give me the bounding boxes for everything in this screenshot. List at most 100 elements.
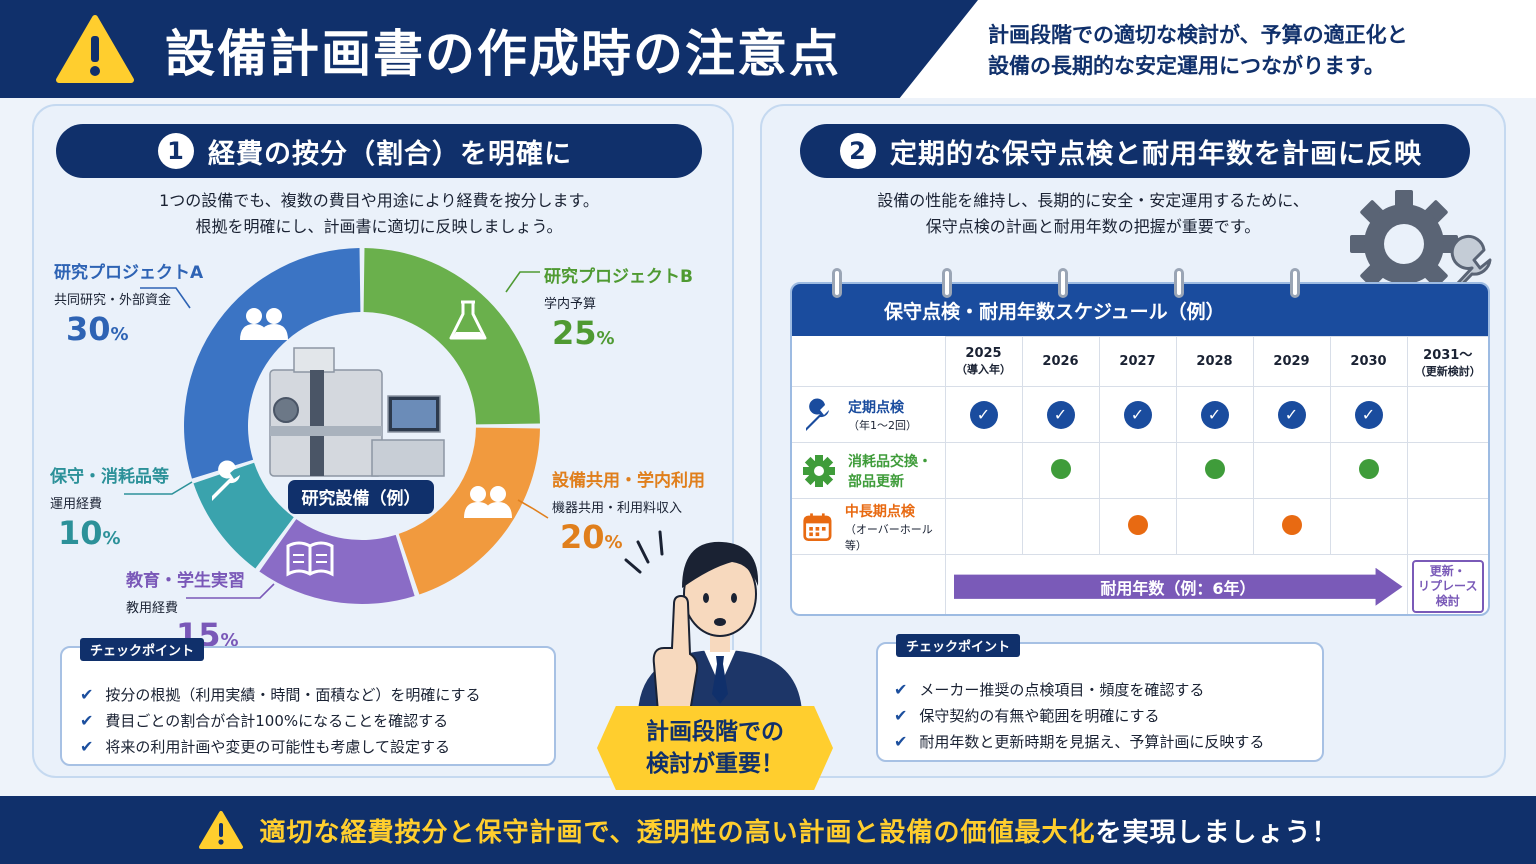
section-number: 1 [158, 133, 194, 169]
wrench-icon [212, 460, 240, 501]
description-line: 設備の性能を維持し、長期的に安全・安定運用するために、 [877, 191, 1309, 210]
schedule-title: 保守点検・耐用年数スケジュール（例） [792, 284, 1488, 336]
schedule-cell [1252, 442, 1331, 499]
donut-icons [212, 300, 512, 577]
checkpoint-list: ✔按分の根拠（利用実績・時間・面積など）を明確にする ✔費目ごとの割合が合計10… [80, 681, 481, 759]
footer-message-highlight: 適切な経費按分と保守計画で、透明性の高い計画と設備の価値最大化 [259, 817, 1096, 848]
checkpoint-box-1: チェックポイント ✔按分の根拠（利用実績・時間・面積など）を明確にする ✔費目ご… [60, 638, 556, 766]
check-icon: ✓ [1277, 400, 1306, 429]
segment-percent: 30% [66, 310, 129, 348]
businessman-illustration [624, 530, 802, 712]
schedule-cell: ✓ [1252, 386, 1331, 443]
segment-sub: 機器共用・利用料収入 [552, 501, 683, 516]
row-label: 定期点検（年1～2回） [792, 397, 945, 433]
segment-percent: 20% [560, 518, 623, 556]
schedule-cell [1329, 442, 1408, 499]
schedule-cell: ✓ [1175, 386, 1254, 443]
renewal-badge: 更新・リプレース検討 [1411, 560, 1484, 614]
year-2029: 2029 [1252, 336, 1331, 387]
callout-line: 計画段階での [646, 719, 784, 745]
segment-sub: 教用経費 [126, 601, 179, 616]
header-subtitle: 計画段階での適切な検討が、予算の適正化と 設備の長期的な安定運用につながります。 [988, 20, 1408, 82]
schedule-cell [1406, 498, 1488, 555]
binder-ring [942, 268, 952, 298]
leader-lines [124, 271, 549, 599]
segment-percent: 10% [58, 514, 121, 552]
segment-label-maintenance: 保守・消耗品等 運用経費 10% [50, 462, 169, 552]
replacement-marker [1050, 458, 1071, 479]
calendar-icon [803, 512, 832, 541]
check-icon: ✓ [1046, 400, 1075, 429]
schedule-cell [944, 442, 1023, 499]
schedule-cell [1329, 498, 1408, 555]
lifespan-arrow: 耐用年数（例：6年） [950, 567, 1403, 606]
overhaul-marker [1281, 514, 1302, 535]
section-1-description: 1つの設備でも、複数の費目や用途により経費を按分します。 根拠を明確にし、計画書… [56, 188, 702, 240]
checkpoint-box-2: チェックポイント ✔メーカー推奨の点検項目・頻度を確認する ✔保守契約の有無や範… [876, 634, 1324, 762]
segment-name: 教育・学生実習 [126, 571, 245, 591]
check-icon: ✔ [80, 684, 94, 704]
segment-sub: 運用経費 [50, 497, 103, 512]
header-band [0, 0, 978, 98]
segment-name: 設備共用・学内利用 [552, 471, 705, 491]
year-2030: 2030 [1329, 336, 1408, 387]
book-icon [286, 541, 334, 577]
year-2031: 2031～（更新検討） [1406, 336, 1488, 387]
checkpoint-item: ✔按分の根拠（利用実績・時間・面積など）を明確にする [80, 684, 481, 704]
binder-ring [832, 268, 842, 298]
schedule-table: 2025（導入年） 2026 2027 2028 2029 2030 2031～… [792, 336, 1488, 614]
flask-icon [449, 300, 487, 340]
check-icon: ✓ [969, 400, 998, 429]
gear-icon [803, 454, 835, 487]
lifespan-label: 耐用年数（例：6年） [953, 567, 1403, 606]
donut-segment [184, 248, 361, 479]
segment-name: 研究プロジェクトA [54, 263, 204, 283]
binder-ring [1058, 268, 1068, 298]
check-icon: ✔ [80, 736, 94, 756]
header-subtitle-line: 計画段階での適切な検討が、予算の適正化と [988, 23, 1408, 47]
segment-name: 保守・消耗品等 [50, 467, 169, 487]
schedule-cell [1098, 498, 1177, 555]
checkpoint-item: ✔費目ごとの割合が合計100%になることを確認する [80, 710, 449, 730]
maintenance-schedule: 保守点検・耐用年数スケジュール（例） 2025（導入年） 2026 2027 2… [790, 282, 1490, 616]
check-icon: ✓ [1123, 400, 1152, 429]
donut-segment [259, 519, 415, 604]
schedule-cell [1021, 442, 1100, 499]
year-2025: 2025（導入年） [944, 336, 1023, 387]
section-2-description: 設備の性能を維持し、長期的に安全・安定運用するために、 保守点検の計画と耐用年数… [800, 188, 1386, 240]
page-title: 設備計画書の作成時の注意点 [165, 25, 841, 83]
center-equipment-illustration [269, 347, 445, 477]
warning-icon [56, 15, 134, 83]
footer-message: を実現しましょう！ [1095, 817, 1339, 848]
allocation-donut-chart: 研究設備（例） [184, 248, 540, 604]
schedule-cell: ✓ [1329, 386, 1408, 443]
wrench-icon [806, 398, 829, 431]
replacement-marker [1204, 458, 1225, 479]
header: 設備計画書の作成時の注意点 計画段階での適切な検討が、予算の適正化と 設備の長期… [0, 0, 1536, 98]
donut-segment [193, 462, 294, 569]
year-2027: 2027 [1098, 336, 1177, 387]
segment-percent: 25% [552, 314, 615, 352]
segment-label-shared-use: 設備共用・学内利用 機器共用・利用料収入 20% [552, 466, 705, 556]
segment-label-project-b: 研究プロジェクトB 学内予算 25% [544, 262, 693, 352]
binder-ring [1174, 268, 1184, 298]
check-icon: ✔ [894, 705, 908, 725]
table-row: 定期点検（年1～2回） ✓ ✓ ✓ ✓ ✓ ✓ [792, 386, 1488, 443]
checkpoint-item: ✔将来の利用計画や変更の可能性も考慮して設定する [80, 736, 450, 756]
table-row: 耐用年数（例：6年） 更新・リプレース検討 [792, 554, 1488, 614]
row-label: 消耗品交換・部品更新 [792, 451, 945, 491]
schedule-cell [1175, 442, 1254, 499]
center-label-box [288, 480, 434, 514]
people-icon [240, 308, 288, 340]
callout-badge: 計画段階での 検討が重要！ [597, 706, 833, 790]
table-row: 消耗品交換・部品更新 [792, 442, 1488, 499]
check-icon: ✓ [1354, 400, 1383, 429]
warning-icon [198, 811, 243, 849]
description-line: 保守点検の計画と耐用年数の把握が重要です。 [925, 217, 1261, 236]
schedule-cell [1406, 386, 1488, 443]
schedule-cell [1098, 442, 1177, 499]
footer-banner: 適切な経費按分と保守計画で、透明性の高い計画と設備の価値最大化を実現しましょう！ [0, 796, 1536, 864]
check-icon: ✔ [894, 731, 908, 751]
table-header-row: 2025（導入年） 2026 2027 2028 2029 2030 2031～… [792, 336, 1488, 387]
segment-sub: 学内予算 [544, 297, 597, 312]
